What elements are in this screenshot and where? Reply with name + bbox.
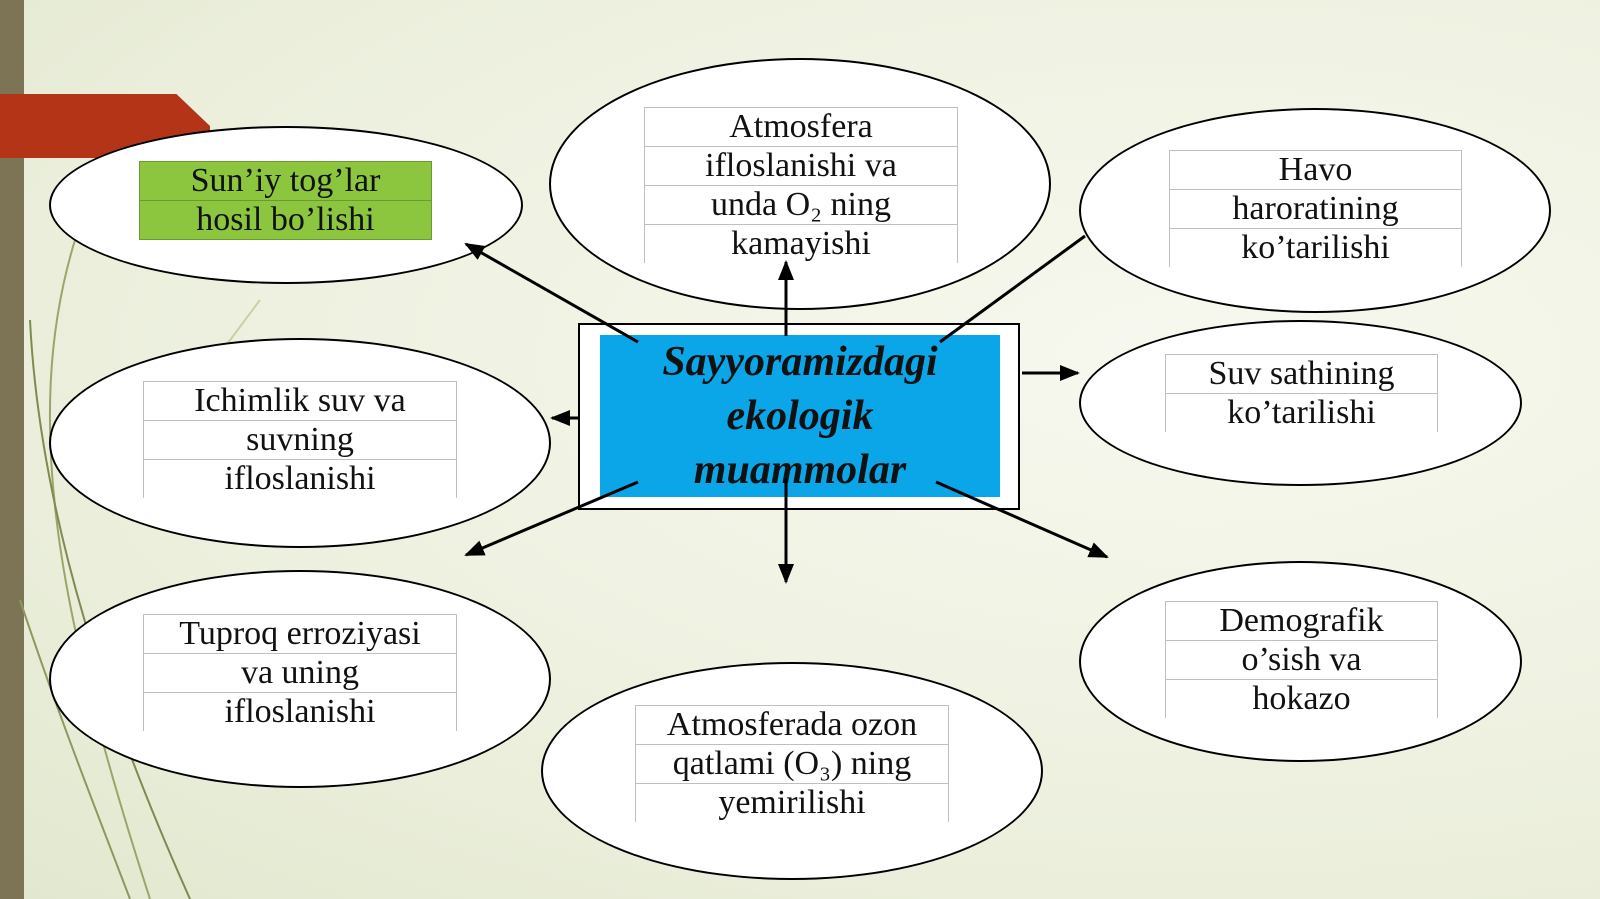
node-atmosfera-ifloslanishi: Atmosfera ifloslanishi va unda O₂ ning k…	[644, 107, 958, 263]
node-line: qatlami (O₃) ning	[635, 744, 949, 783]
node-line: o’sish va	[1165, 640, 1438, 679]
node-ellipse-ozon	[541, 662, 1043, 880]
node-tuproq-erroziyasi: Tuproq erroziyasi va uning ifloslanishi	[143, 614, 457, 731]
node-line: kamayishi	[644, 224, 958, 263]
node-line: Tuproq erroziyasi	[143, 614, 457, 653]
center-title-line: ekologik	[726, 393, 874, 439]
node-line: Ichimlik suv va	[143, 381, 457, 420]
node-ichimlik-suv: Ichimlik suv va suvning ifloslanishi	[143, 381, 457, 498]
node-line: yemirilishi	[635, 783, 949, 822]
node-line: Sun’iy tog’lar	[139, 161, 432, 200]
node-ellipse-ichimlik	[49, 338, 551, 548]
node-demografik: Demografik o’sish va hokazo	[1165, 601, 1438, 718]
node-line: ko’tarilishi	[1165, 393, 1438, 432]
node-line: ko’tarilishi	[1169, 228, 1462, 267]
node-line: unda O₂ ning	[644, 185, 958, 224]
node-havo-harorati: Havo haroratining ko’tarilishi	[1169, 150, 1462, 267]
node-line: Atmosfera	[644, 107, 958, 146]
node-line: Demografik	[1165, 601, 1438, 640]
node-ellipse-demografik	[1079, 561, 1522, 762]
center-title-line: muammolar	[693, 447, 907, 493]
center-title: Sayyoramizdagi ekologik muammolar	[600, 335, 1000, 497]
node-line: ifloslanishi	[143, 459, 457, 498]
node-line: hokazo	[1165, 679, 1438, 718]
node-line: haroratining	[1169, 189, 1462, 228]
node-line: hosil bo’lishi	[139, 200, 432, 240]
node-ellipse-tuproq	[49, 570, 551, 788]
node-line: va uning	[143, 653, 457, 692]
node-ellipse-havo	[1079, 108, 1551, 313]
node-ellipse-suv-sathi	[1079, 320, 1522, 486]
node-line: Atmosferada ozon	[635, 705, 949, 744]
node-line: Suv sathining	[1165, 354, 1438, 393]
center-box	[600, 335, 1000, 497]
center-title-line: Sayyoramizdagi	[662, 339, 938, 385]
node-line: ifloslanishi va	[644, 146, 958, 185]
node-line: suvning	[143, 420, 457, 459]
node-suv-sathi: Suv sathining ko’tarilishi	[1165, 354, 1438, 432]
node-line: Havo	[1169, 150, 1462, 189]
node-ozon-qatlami: Atmosferada ozon qatlami (O₃) ning yemir…	[635, 705, 949, 822]
node-sun-iy-toglar: Sun’iy tog’lar hosil bo’lishi	[139, 161, 432, 240]
node-line: ifloslanishi	[143, 692, 457, 731]
